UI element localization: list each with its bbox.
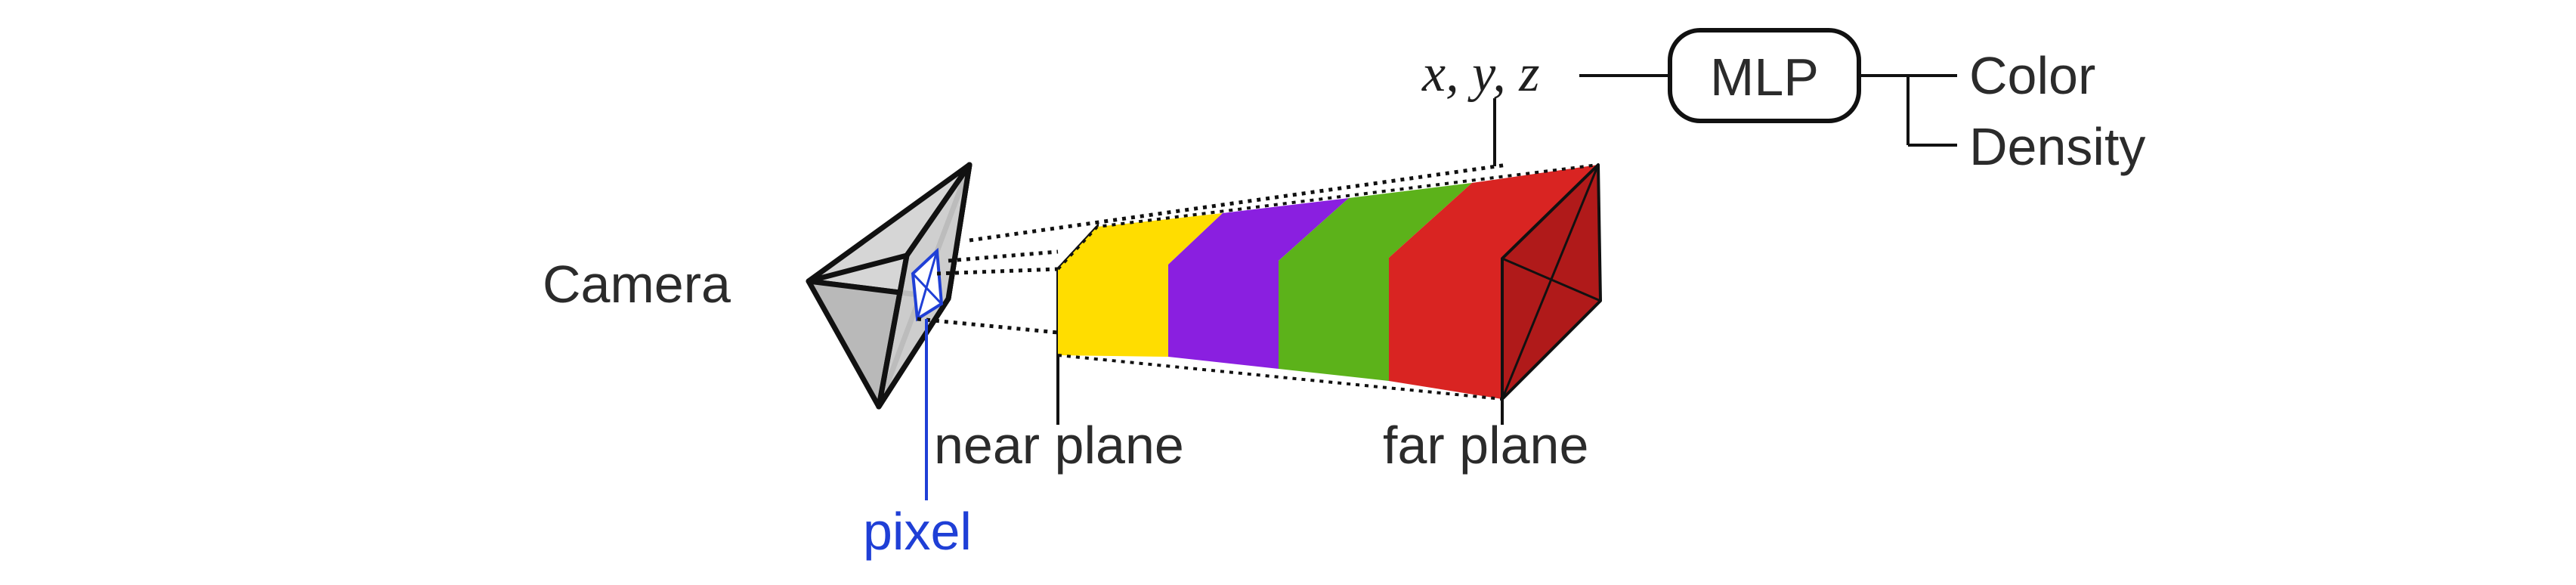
coordinates-label: x, y, z	[1421, 45, 1540, 103]
sample-segment-red	[1389, 165, 1598, 399]
sample-segment-green	[1279, 183, 1472, 381]
color-output-label: Color	[1969, 46, 2095, 105]
camera-label: Camera	[543, 255, 731, 314]
sample-segment-purple	[1168, 198, 1349, 369]
pixel-label: pixel	[863, 502, 972, 561]
camera-icon	[806, 162, 973, 410]
pixel-marker	[911, 247, 944, 322]
density-output-label: Density	[1969, 117, 2145, 176]
mlp-output-bracket	[1859, 74, 1957, 147]
near-plane-label: near plane	[934, 416, 1184, 475]
sample-segment-yellow	[1058, 213, 1223, 357]
far-plane-face	[1501, 163, 1602, 401]
mlp-label: MLP	[1710, 48, 1819, 107]
far-plane-label: far plane	[1383, 416, 1588, 475]
frustum-rays	[917, 162, 1508, 335]
